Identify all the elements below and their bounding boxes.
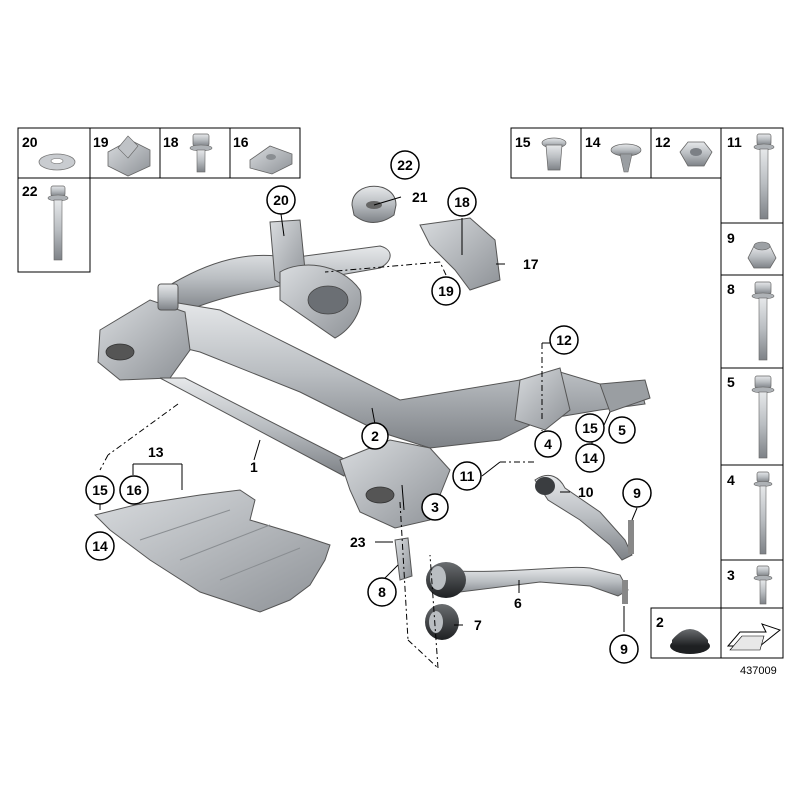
legend-cell-label: 15	[515, 134, 531, 150]
callout-4: 4	[534, 430, 562, 458]
collar-nut-icon	[747, 241, 777, 269]
hex-bolt-icon	[753, 471, 773, 555]
callout-21: 21	[412, 189, 428, 205]
legend-cell-label: 19	[93, 134, 109, 150]
callout-number: 1	[250, 459, 258, 475]
hex-bolt-icon	[753, 565, 773, 605]
callout-number: 22	[397, 157, 413, 173]
front-axle-subframe	[97, 219, 651, 529]
callout-number: 19	[438, 283, 454, 299]
legend-cell-label: 5	[727, 374, 735, 390]
callout-number: 6	[514, 595, 522, 611]
callout-5: 5	[608, 416, 636, 444]
legend-cell-label: 3	[727, 567, 735, 583]
legend-bottom-right: 2	[650, 607, 784, 659]
callout-12: 12	[549, 325, 579, 355]
hex-bolt-icon	[751, 375, 775, 459]
front-direction-arrow-icon	[726, 623, 782, 651]
callout-13: 13	[148, 444, 164, 460]
callout-number: 20	[273, 192, 289, 208]
callout-10: 10	[578, 484, 594, 500]
legend-cell-label: 11	[727, 134, 742, 150]
callout-number: 18	[454, 194, 470, 210]
callout-1: 1	[250, 459, 258, 475]
callout-number: 9	[620, 641, 628, 657]
callout-number: 9	[633, 485, 641, 501]
callout-number: 13	[148, 444, 164, 460]
callout-labels: 22 21 20 18 17 19 12 2 4 15 5 14 1 11 13…	[85, 150, 652, 664]
callout-number: 12	[556, 332, 572, 348]
flange-bolt-icon	[189, 133, 213, 173]
expanding-nut-icon	[541, 137, 567, 171]
legend-left-table: 20 19 18 16 22	[17, 127, 301, 273]
callout-number: 14	[92, 538, 108, 554]
callout-number: 8	[378, 584, 386, 600]
callout-number: 15	[582, 420, 598, 436]
callout-14b: 14	[575, 443, 605, 473]
plastic-rivet-icon	[610, 143, 642, 173]
callout-9a: 9	[622, 478, 652, 508]
hex-nut-icon	[679, 141, 713, 167]
callout-number: 4	[544, 436, 552, 452]
callout-19: 19	[431, 276, 461, 306]
leader-lines	[99, 196, 638, 669]
callout-22: 22	[390, 150, 420, 180]
callout-number: 3	[431, 499, 439, 515]
legend-cell-label: 9	[727, 230, 735, 246]
callout-6: 6	[514, 595, 522, 611]
callout-number: 7	[474, 617, 482, 633]
callout-number: 17	[523, 256, 539, 272]
washer-icon	[38, 153, 76, 171]
hex-bolt-icon	[753, 133, 775, 220]
speed-nut-icon	[249, 145, 293, 175]
callout-number: 11	[460, 468, 475, 484]
underbody-shield-part	[94, 489, 331, 613]
callout-number: 2	[371, 428, 379, 444]
long-bolt-icon	[47, 185, 69, 261]
legend-cell-label: 2	[656, 614, 664, 630]
hex-bolt-icon	[751, 281, 775, 361]
legend-cell-label: 14	[585, 134, 601, 150]
callout-number: 15	[92, 482, 108, 498]
callout-number: 14	[582, 450, 598, 466]
rubber-buffer-icon	[670, 629, 710, 654]
callout-17: 17	[523, 256, 539, 272]
callout-3: 3	[421, 493, 449, 521]
tension-strut-part	[438, 566, 629, 604]
clip-nut-icon	[107, 135, 151, 177]
callout-number: 16	[126, 482, 142, 498]
callout-2: 2	[361, 422, 389, 450]
callout-15a: 15	[85, 475, 115, 505]
callout-number: 10	[578, 484, 594, 500]
rubber-mount-part	[351, 185, 397, 223]
legend-cell-label: 18	[163, 134, 179, 150]
legend-cell-label: 20	[22, 134, 38, 150]
reference-number: 437009	[740, 665, 777, 677]
heat-shield-part	[419, 217, 501, 291]
callout-number: 5	[618, 422, 626, 438]
callout-number: 23	[350, 534, 366, 550]
callout-11: 11	[452, 461, 482, 491]
legend-right-column: 11 9 8 5 4 3	[720, 127, 784, 657]
wishbone-part	[534, 475, 634, 561]
callout-20: 20	[266, 185, 296, 215]
callout-number: 21	[412, 189, 428, 205]
legend-cell-label: 16	[233, 134, 249, 150]
callout-7: 7	[474, 617, 482, 633]
callout-9b: 9	[609, 634, 639, 664]
callout-23: 23	[350, 534, 366, 550]
callout-8: 8	[367, 577, 397, 607]
callout-16: 16	[119, 475, 149, 505]
callout-14a: 14	[85, 531, 115, 561]
legend-cell-label: 22	[22, 183, 38, 199]
legend-cell-label: 4	[727, 472, 735, 488]
callout-18: 18	[447, 187, 477, 217]
bushing-part	[426, 562, 466, 598]
legend-top-right-table: 15 14 12	[510, 127, 722, 179]
legend-cell-label: 12	[655, 134, 671, 150]
legend-cell-label: 8	[727, 281, 735, 297]
bushing-part	[425, 604, 459, 640]
callout-15b: 15	[575, 413, 605, 443]
